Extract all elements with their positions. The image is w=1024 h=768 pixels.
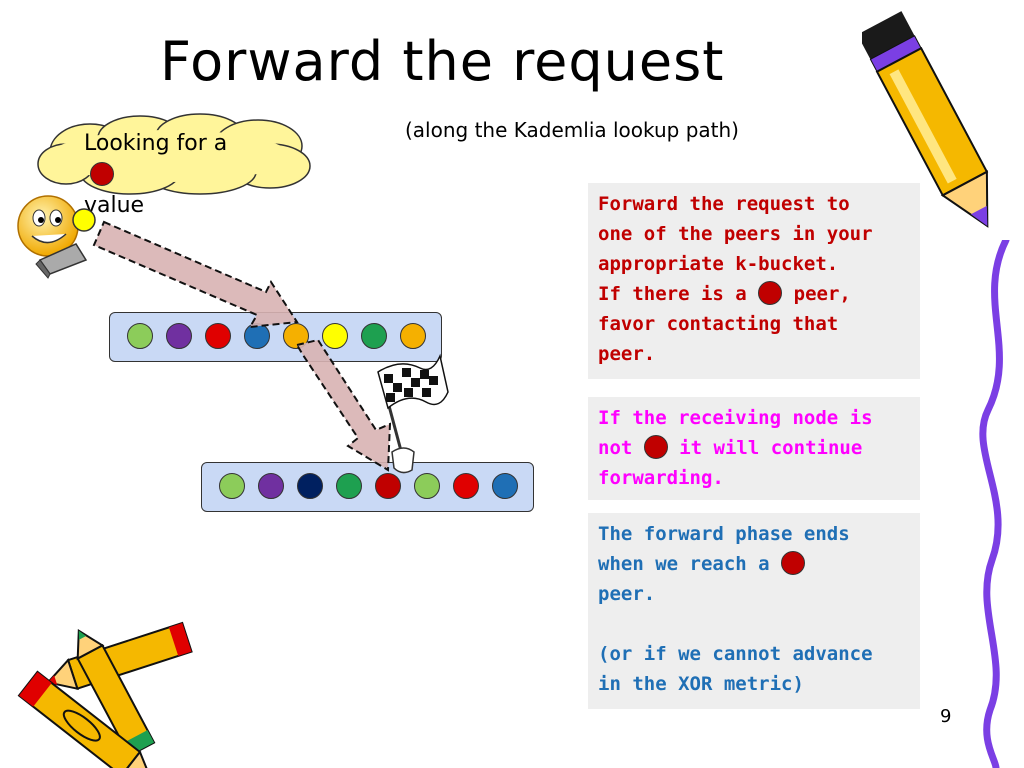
box1-line-6: peer.: [598, 343, 656, 365]
box1-line-5: favor contacting that: [598, 313, 839, 335]
page-number: 9: [940, 706, 952, 727]
peer-node: [492, 473, 518, 499]
checkered-flag-icon: [377, 353, 449, 474]
box1-line-4-before: If there is a: [598, 283, 747, 305]
peer-node: [375, 473, 401, 499]
peer-node: [414, 473, 440, 499]
box1-line-4: If there is a peer,: [598, 279, 910, 309]
peer-node: [166, 323, 192, 349]
box3-line-3: peer.: [598, 583, 656, 605]
target-value-dot: [643, 435, 668, 459]
cloud-line-1: Looking for a: [84, 131, 228, 156]
box2-line-1: If the receiving node is: [598, 407, 873, 429]
box1-line-3: appropriate k-bucket.: [598, 253, 839, 275]
box3-spacer: [598, 609, 910, 639]
thought-cloud: [37, 113, 311, 195]
box2-line-2-before: not: [598, 437, 633, 459]
crayons-icon: [17, 621, 193, 768]
target-value-dot: [781, 551, 806, 575]
box3-line-5: in the XOR metric): [598, 673, 804, 695]
box3-line-2-before: when we reach a: [598, 553, 770, 575]
box2-line-2-after: it will continue: [679, 437, 863, 459]
peer-node: [219, 473, 245, 499]
peer-node: [297, 473, 323, 499]
peer-node: [361, 323, 387, 349]
box1-line-4-after: peer,: [793, 283, 851, 305]
cloud-text: Looking for a value: [84, 128, 254, 221]
arrow-1: [92, 220, 299, 329]
box2-line-3: forwarding.: [598, 467, 724, 489]
peer-node: [205, 323, 231, 349]
box3-line-2: when we reach a: [598, 549, 910, 579]
cloud-line-2: value: [84, 193, 145, 218]
user-smiley-icon: [17, 195, 96, 279]
squiggle-decoration: [979, 240, 1010, 768]
peer-node: [400, 323, 426, 349]
pencil-icon: [862, 11, 989, 228]
box2-line-2: not it will continue: [598, 433, 910, 463]
box3-line-4: (or if we cannot advance: [598, 643, 873, 665]
peer-node: [127, 323, 153, 349]
peer-node: [336, 473, 362, 499]
arrow-2: [295, 338, 392, 472]
target-value-dot: [758, 281, 783, 305]
target-value-dot: [90, 162, 114, 186]
box1-line-1: Forward the request to: [598, 193, 850, 215]
peer-node: [322, 323, 348, 349]
explanation-box-1: Forward the request to one of the peers …: [588, 183, 920, 379]
peer-node: [258, 473, 284, 499]
box3-line-1: The forward phase ends: [598, 523, 850, 545]
lookup-path-arrows: [92, 220, 449, 474]
slide-subtitle: (along the Kademlia lookup path): [405, 118, 739, 142]
peer-node: [453, 473, 479, 499]
explanation-box-2: If the receiving node is not it will con…: [588, 397, 920, 500]
box1-line-2: one of the peers in your: [598, 223, 873, 245]
slide-title: Forward the request: [160, 30, 725, 93]
explanation-box-3: The forward phase ends when we reach a p…: [588, 513, 920, 709]
k-bucket-row-2: [201, 462, 534, 512]
